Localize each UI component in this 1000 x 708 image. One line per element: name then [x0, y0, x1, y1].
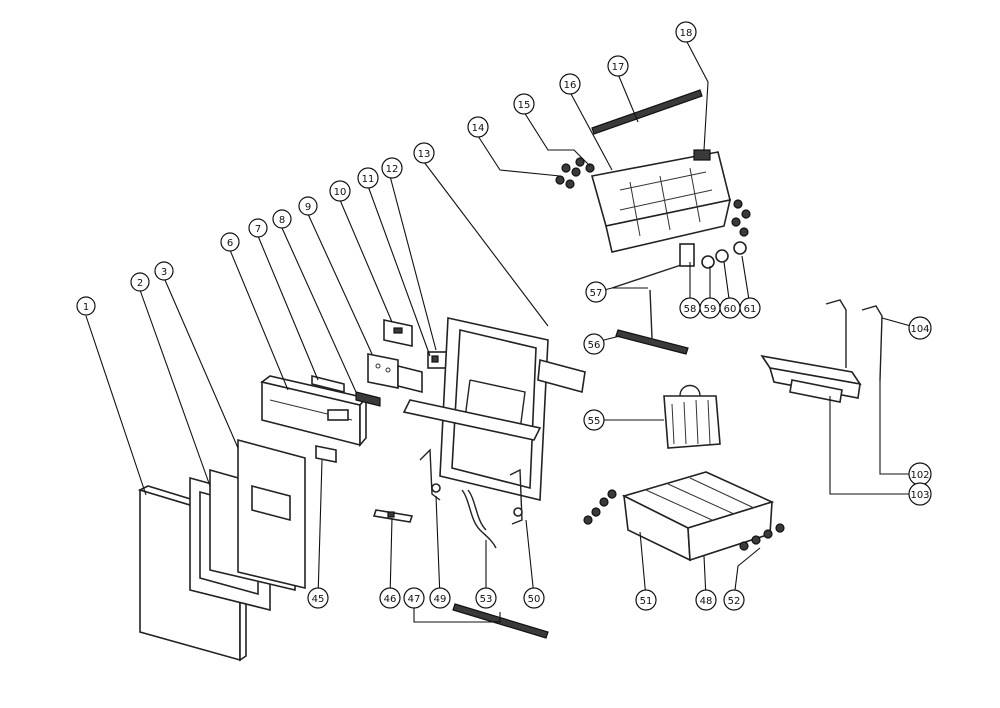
callout-12: 12 [381, 157, 403, 179]
callout-53: 53 [475, 587, 497, 609]
filter-assembly [663, 384, 721, 449]
callout-2: 2 [130, 272, 150, 292]
door-inner-panel [209, 438, 306, 592]
callout-7: 7 [248, 218, 268, 238]
callout-47: 47 [403, 587, 425, 609]
svg-text:17: 17 [612, 62, 625, 73]
callout-3: 3 [154, 261, 174, 281]
callout-9: 9 [298, 196, 318, 216]
svg-text:45: 45 [312, 594, 325, 605]
callout-14: 14 [467, 116, 489, 138]
upper-spray-arm [615, 289, 689, 355]
svg-text:102: 102 [910, 470, 929, 481]
callout-56: 56 [583, 333, 605, 355]
cup-rack-rail [591, 89, 703, 135]
upper-basket [590, 151, 732, 253]
svg-text:46: 46 [384, 594, 397, 605]
svg-text:56: 56 [588, 340, 601, 351]
svg-text:103: 103 [910, 490, 929, 501]
svg-text:6: 6 [227, 238, 233, 249]
rail-holder [760, 354, 862, 403]
svg-text:18: 18 [680, 28, 693, 39]
button-board [355, 391, 381, 407]
callout-61: 61 [739, 297, 761, 319]
svg-text:60: 60 [724, 304, 737, 315]
callout-104: 104 [908, 316, 932, 340]
callout-50: 50 [523, 587, 545, 609]
svg-text:55: 55 [588, 416, 601, 427]
svg-text:7: 7 [255, 224, 261, 235]
rail-springs [825, 299, 883, 381]
svg-text:49: 49 [434, 594, 447, 605]
svg-text:61: 61 [744, 304, 757, 315]
inner-door-frame [402, 317, 586, 502]
basket-adjuster [693, 149, 711, 161]
svg-text:11: 11 [362, 174, 375, 185]
svg-text:104: 104 [910, 324, 929, 335]
svg-text:12: 12 [386, 164, 399, 175]
svg-text:48: 48 [700, 596, 713, 607]
callouts: 1 2 3 6 7 8 9 10 11 12 13 14 15 16 17 18… [76, 21, 932, 611]
display-board [311, 374, 345, 394]
module-board [383, 319, 413, 347]
callout-58: 58 [679, 297, 701, 319]
door-cable [461, 489, 497, 549]
callout-46: 46 [379, 587, 401, 609]
callout-13: 13 [413, 142, 435, 164]
svg-text:52: 52 [728, 596, 741, 607]
svg-text:1: 1 [83, 302, 89, 313]
callout-17: 17 [607, 55, 629, 77]
callout-1: 1 [76, 296, 96, 316]
callout-59: 59 [699, 297, 721, 319]
callout-103: 103 [908, 482, 932, 506]
svg-text:51: 51 [640, 596, 653, 607]
upper-basket-wheels [555, 157, 751, 237]
control-panel [260, 375, 368, 448]
callout-18: 18 [675, 21, 697, 43]
svg-text:16: 16 [564, 80, 577, 91]
svg-text:58: 58 [684, 304, 697, 315]
svg-text:47: 47 [408, 594, 421, 605]
svg-text:3: 3 [161, 267, 167, 278]
callout-6: 6 [220, 232, 240, 252]
svg-text:59: 59 [704, 304, 717, 315]
hinge-bracket [372, 509, 414, 523]
svg-text:15: 15 [518, 100, 531, 111]
svg-text:10: 10 [334, 187, 347, 198]
callout-16: 16 [559, 73, 581, 95]
callout-49: 49 [429, 587, 451, 609]
pcb-board [367, 353, 423, 394]
callout-57: 57 [585, 281, 607, 303]
callout-52: 52 [723, 589, 745, 611]
callout-48: 48 [695, 589, 717, 611]
svg-text:50: 50 [528, 594, 541, 605]
lower-basket [621, 471, 775, 562]
label-plate [315, 445, 337, 463]
callout-102: 102 [908, 462, 932, 486]
hinge-assembly [419, 448, 523, 525]
callout-15: 15 [513, 93, 535, 115]
leader-lines [85, 39, 919, 623]
callout-8: 8 [272, 209, 292, 229]
svg-text:13: 13 [418, 149, 431, 160]
callout-10: 10 [329, 180, 351, 202]
svg-text:8: 8 [279, 215, 285, 226]
callout-60: 60 [719, 297, 741, 319]
lower-basket-wheels [583, 489, 785, 551]
upper-spray-arm-assembly [611, 241, 747, 289]
callout-45: 45 [307, 587, 329, 609]
svg-text:9: 9 [305, 202, 311, 213]
svg-text:2: 2 [137, 278, 143, 289]
callout-51: 51 [635, 589, 657, 611]
svg-text:57: 57 [590, 288, 603, 299]
svg-text:14: 14 [472, 123, 485, 134]
svg-text:53: 53 [480, 594, 493, 605]
callout-11: 11 [357, 167, 379, 189]
callout-55: 55 [583, 409, 605, 431]
